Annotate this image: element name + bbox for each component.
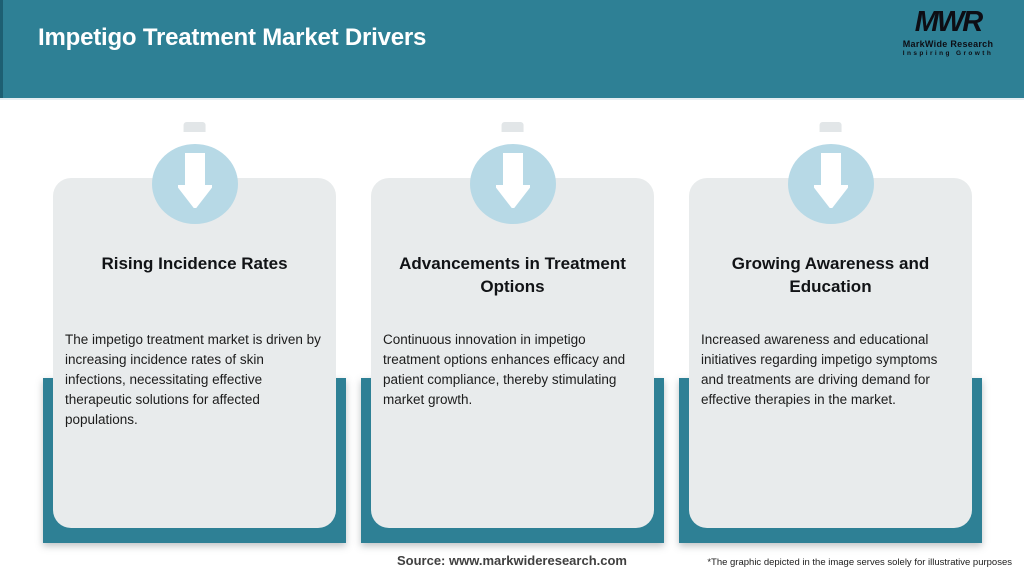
driver-card-rising-incidence: Rising Incidence Rates The impetigo trea… — [43, 122, 346, 543]
page-title: Impetigo Treatment Market Drivers — [38, 24, 427, 51]
disclaimer-text: *The graphic depicted in the image serve… — [707, 557, 1012, 568]
logo-acronym: MWR — [914, 6, 983, 38]
arrow-tail-decoration — [501, 122, 524, 132]
card-title: Advancements in Treatment Options — [399, 254, 626, 296]
source-text: Source: www.markwideresearch.com — [396, 553, 627, 568]
driver-card-advancements: Advancements in Treatment Options Contin… — [361, 122, 664, 543]
down-arrow-badge — [469, 144, 556, 224]
down-arrow-badge — [787, 144, 874, 224]
card-panel: Rising Incidence Rates The impetigo trea… — [53, 178, 336, 528]
markwide-research-logo: MWR MarkWide Research Inspiring Growth — [888, 8, 1008, 58]
header-banner: Impetigo Treatment Market Drivers MWR Ma… — [0, 0, 1024, 100]
logo-company-name: MarkWide Research — [902, 39, 994, 49]
driver-card-awareness: Growing Awareness and Education Increase… — [679, 122, 982, 543]
card-panel: Advancements in Treatment Options Contin… — [371, 178, 654, 528]
card-description: The impetigo treatment market is driven … — [65, 332, 321, 427]
arrow-down-icon — [813, 153, 848, 208]
arrow-down-icon — [177, 153, 212, 208]
card-panel: Growing Awareness and Education Increase… — [689, 178, 972, 528]
arrow-down-icon — [495, 153, 530, 208]
arrow-tail-decoration — [819, 122, 842, 132]
logo-tagline: Inspiring Growth — [902, 50, 994, 57]
arrow-tail-decoration — [183, 122, 206, 132]
card-title: Rising Incidence Rates — [101, 254, 288, 273]
down-arrow-badge — [151, 144, 238, 224]
card-description: Increased awareness and educational init… — [701, 332, 938, 407]
card-description: Continuous innovation in impetigo treatm… — [383, 332, 626, 407]
card-title: Growing Awareness and Education — [731, 254, 930, 296]
